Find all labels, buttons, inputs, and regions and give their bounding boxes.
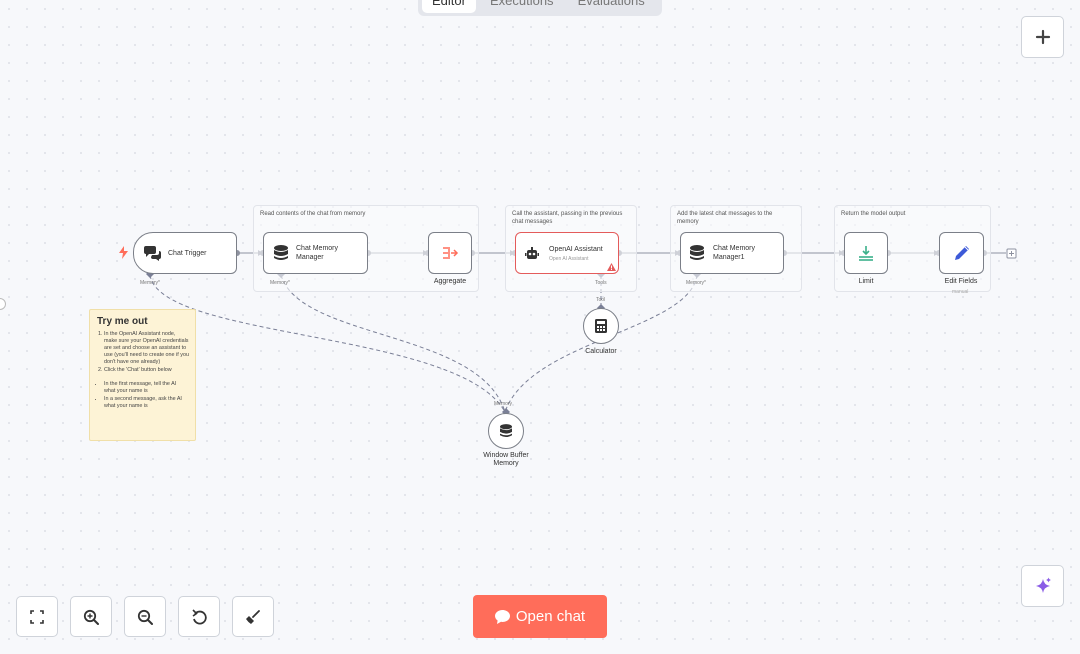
sticky-step: In the OpenAI Assistant node, make sure … — [104, 331, 189, 366]
broom-icon — [246, 609, 260, 624]
port-label: Memory* — [140, 280, 161, 286]
node-caption: Window Buffer Memory — [483, 452, 529, 467]
warning-icon[interactable] — [607, 263, 616, 271]
undo-icon — [192, 608, 207, 624]
port-label: Memory — [494, 401, 513, 407]
port-label: Memory* — [686, 280, 707, 286]
database-icon — [690, 245, 704, 260]
database-icon — [274, 245, 288, 260]
group-label: Read contents of the chat from memory — [260, 211, 366, 217]
trigger-bolt-icon — [119, 246, 128, 259]
node-caption: Edit Fields — [944, 278, 978, 285]
node-subtitle: Open AI Assistant — [549, 255, 589, 262]
chat-bubbles-icon — [144, 245, 161, 261]
open-chat-label: Open chat — [515, 608, 586, 625]
node-calculator[interactable] — [583, 308, 619, 344]
tab-evaluations[interactable]: Evaluations — [577, 0, 645, 8]
node-window-buffer-memory[interactable] — [488, 413, 524, 449]
memory-connection — [280, 274, 506, 413]
node-chat-memory-manager[interactable]: Chat Memory Manager — [263, 232, 368, 274]
robot-icon — [525, 246, 539, 259]
limit-icon — [859, 246, 873, 261]
sticky-step: Click the 'Chat' button below — [104, 367, 189, 374]
fit-view-icon — [30, 609, 44, 624]
node-note: manual — [952, 289, 969, 295]
tab-editor[interactable]: Editor — [422, 0, 476, 13]
view-tabs: Editor Executions Evaluations — [418, 0, 662, 16]
node-caption: Limit — [858, 278, 874, 285]
sticky-bullets: In the first message, tell the AI what y… — [90, 381, 195, 410]
node-openai-assistant[interactable]: OpenAI Assistant Open AI Assistant — [515, 232, 619, 274]
sticky-steps: In the OpenAI Assistant node, make sure … — [90, 331, 195, 374]
fit-view-button[interactable] — [16, 596, 58, 637]
zoom-in-button[interactable] — [70, 596, 112, 637]
tab-executions[interactable]: Executions — [489, 0, 554, 8]
sticky-bullet: In the first message, tell the AI what y… — [104, 381, 189, 395]
add-node-button[interactable] — [1021, 16, 1064, 58]
open-chat-button[interactable]: Open chat — [473, 595, 607, 638]
memory-connection — [149, 274, 506, 413]
node-title: Chat Trigger — [168, 249, 207, 257]
plus-icon — [1035, 29, 1050, 45]
node-title: Chat Memory Manager — [296, 245, 339, 261]
chat-bubble-icon — [494, 609, 510, 624]
node-caption: Calculator — [585, 348, 617, 355]
pencil-icon — [954, 246, 969, 260]
ai-assistant-button[interactable] — [1021, 565, 1064, 607]
port-label: Tool — [596, 297, 606, 303]
node-limit[interactable] — [844, 232, 888, 274]
node-chat-memory-manager1[interactable]: Chat Memory Manager1 — [680, 232, 784, 274]
group-label: Call the assistant, passing in the previ… — [512, 211, 623, 225]
database-icon — [500, 424, 512, 437]
port-label: Tools — [595, 280, 607, 286]
sparkle-icon — [1035, 577, 1051, 593]
sticky-bullet: In a second message, ask the AI what you… — [104, 396, 189, 410]
sticky-note[interactable]: Try me out In the OpenAI Assistant node,… — [89, 309, 196, 441]
reset-zoom-button[interactable] — [178, 596, 220, 637]
zoom-out-button[interactable] — [124, 596, 166, 637]
node-title: Chat Memory Manager1 — [713, 245, 756, 261]
calculator-icon — [595, 319, 607, 333]
zoom-out-icon — [137, 609, 153, 625]
aggregate-icon — [443, 247, 459, 259]
node-aggregate[interactable] — [428, 232, 472, 274]
zoom-in-icon — [83, 609, 99, 625]
sticky-title: Try me out — [97, 316, 148, 327]
tidy-up-button[interactable] — [232, 596, 274, 637]
group-label: Return the model output — [841, 211, 906, 217]
node-title: OpenAI Assistant — [549, 245, 603, 253]
end-add-plus — [1009, 251, 1014, 256]
node-edit-fields[interactable] — [939, 232, 984, 274]
node-chat-trigger[interactable]: Chat Trigger — [133, 232, 237, 274]
port-label: Memory* — [270, 280, 291, 286]
group-label: Add the latest chat messages to the memo… — [677, 211, 773, 225]
node-caption: Aggregate — [433, 278, 467, 285]
